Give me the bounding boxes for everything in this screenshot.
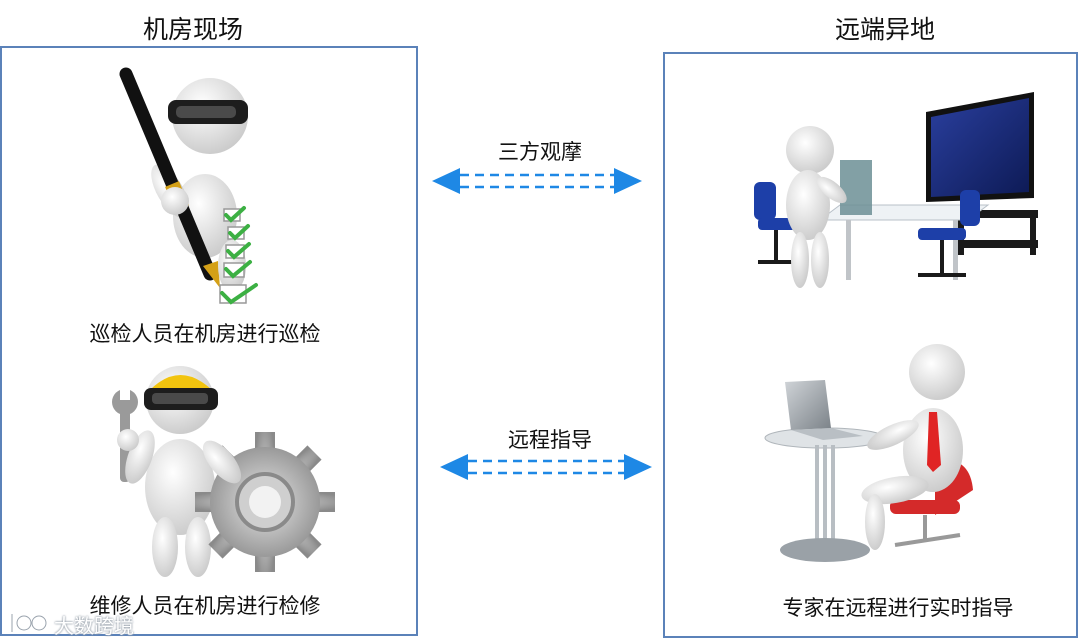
observation-double-arrow (432, 168, 642, 194)
guidance-arrow-label: 远程指导 (508, 428, 592, 452)
repairer-figure (112, 366, 335, 577)
watermark-logo-icon (10, 614, 48, 632)
right-panel-title: 远端异地 (834, 15, 935, 44)
watermark: 大数跨境 (6, 604, 176, 640)
meeting-room-figure (754, 92, 1038, 288)
repairer-caption: 维修人员在机房进行检修 (89, 594, 321, 618)
left-panel-title: 机房现场 (142, 15, 243, 44)
inspector-caption: 巡检人员在机房进行巡检 (89, 322, 321, 346)
watermark-text: 大数跨境 (54, 614, 134, 638)
checklist-icon (219, 206, 258, 305)
observation-arrow-label: 三方观摩 (498, 140, 582, 164)
expert-figure (764, 344, 973, 562)
inspector-figure (119, 67, 248, 292)
expert-caption: 专家在远程进行实时指导 (782, 596, 1014, 620)
guidance-double-arrow (440, 454, 652, 480)
